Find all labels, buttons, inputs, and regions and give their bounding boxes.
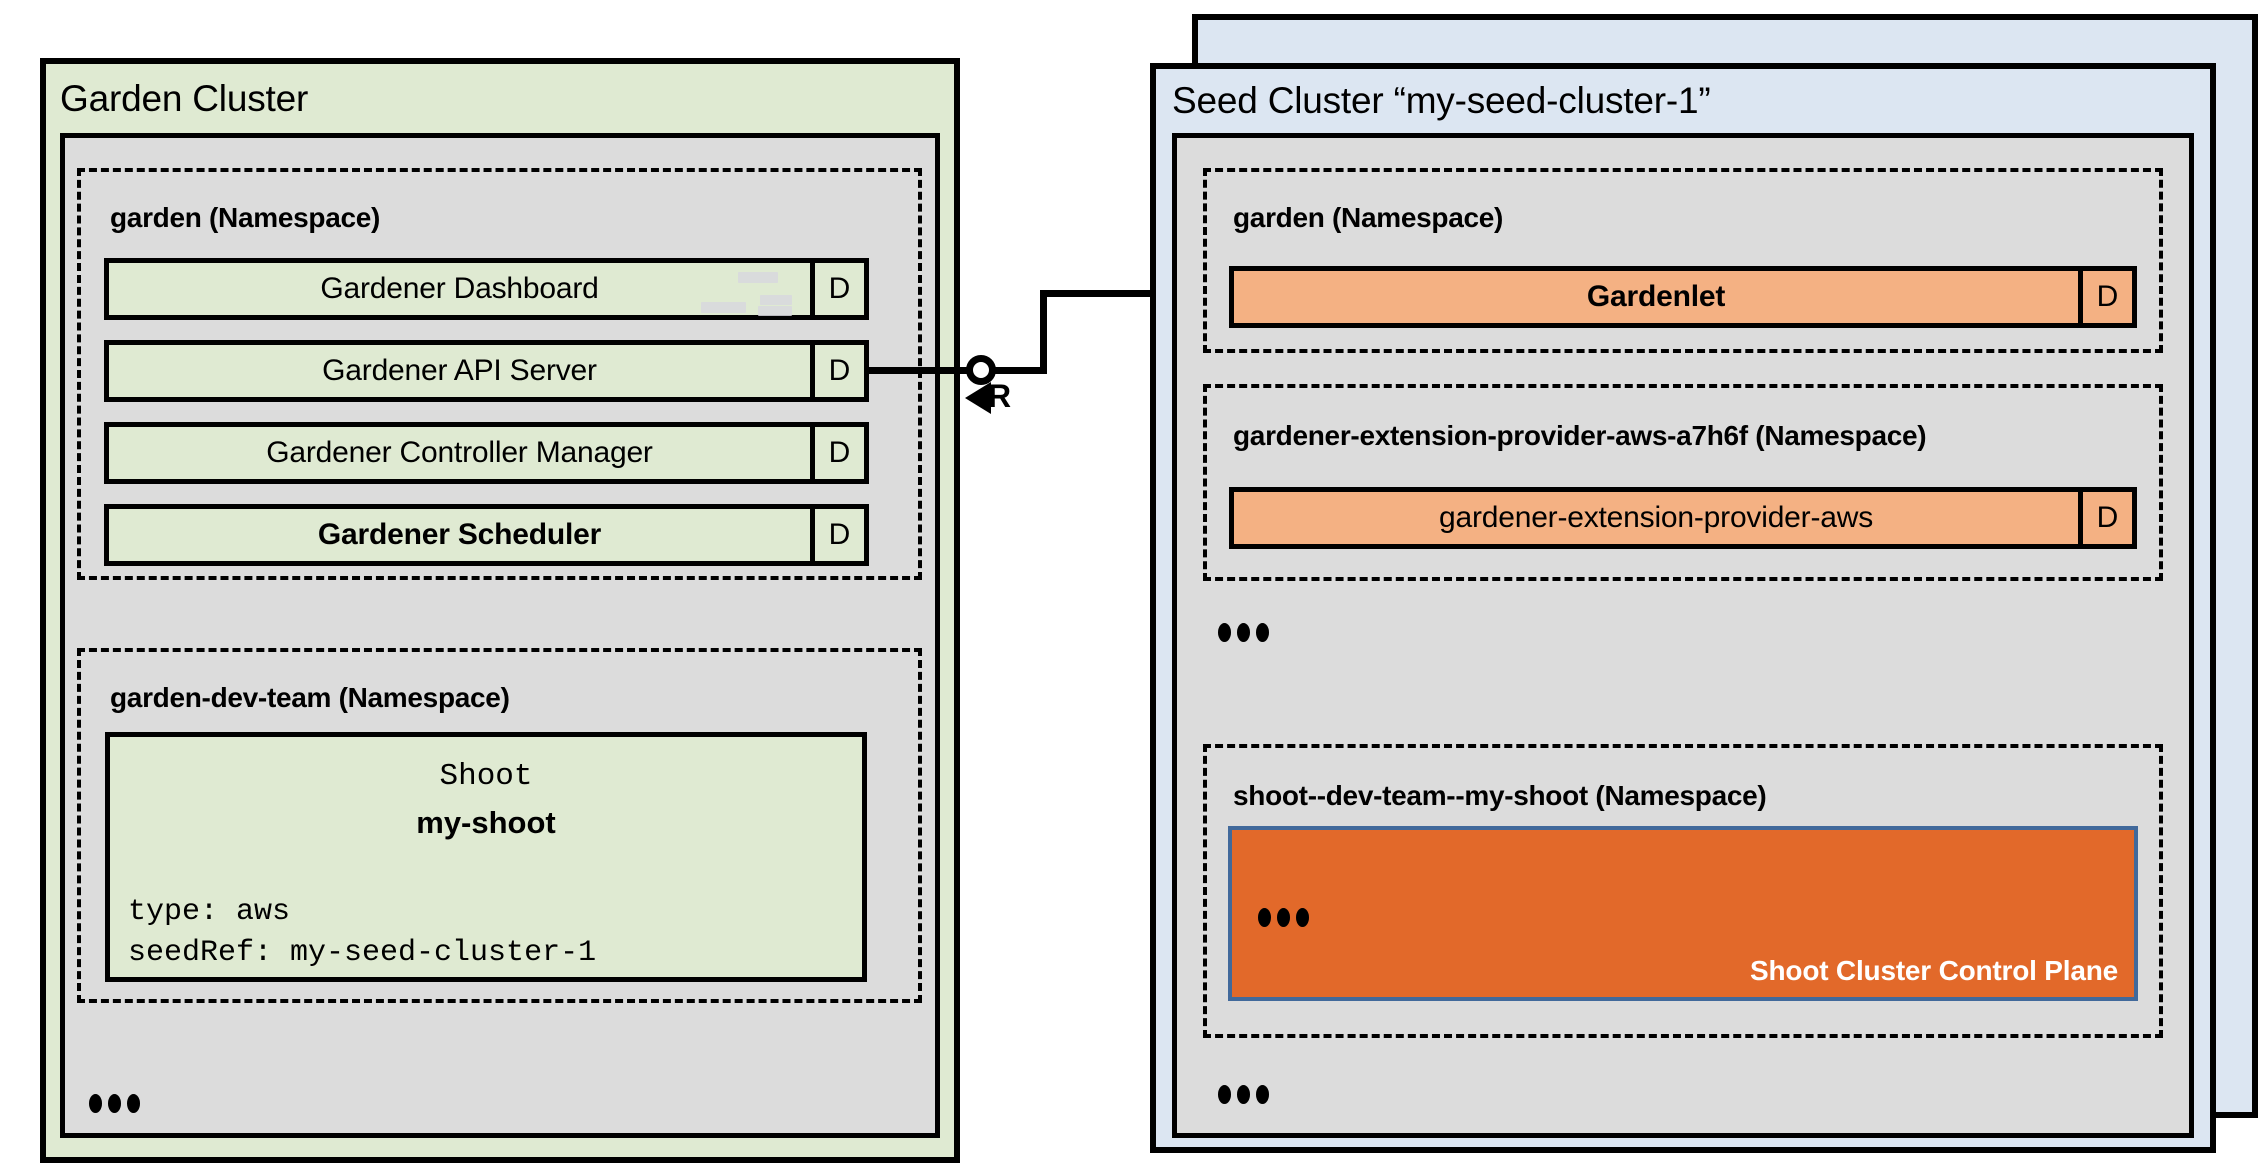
seed-cluster-more-indicator-middle: [1218, 623, 1269, 642]
component-gardenlet-label: Gardenlet: [1229, 266, 2083, 328]
artifact-mark: [758, 306, 792, 316]
garden-cluster-title: Garden Cluster: [60, 78, 309, 119]
component-gardener-api-server-label: Gardener API Server: [104, 340, 815, 402]
component-gardener-extension-provider-aws-label: gardener-extension-provider-aws: [1229, 487, 2083, 549]
component-gardener-extension-provider-aws-badge: D: [2083, 487, 2137, 549]
garden-namespace-garden: [77, 168, 922, 580]
shoot-resource-card[interactable]: Shoot my-shoot type: aws seedRef: my-see…: [105, 732, 867, 982]
shoot-cluster-control-plane[interactable]: Shoot Cluster Control Plane: [1228, 826, 2138, 1001]
garden-cluster-more-indicator: [89, 1094, 140, 1113]
connection-arrow-icon: [965, 382, 991, 414]
component-gardenlet[interactable]: Gardenlet D: [1229, 266, 2137, 328]
connection-label-r: R: [988, 378, 1012, 414]
connection-wire-segment-riser: [1040, 290, 1047, 374]
shoot-resource-kind: Shoot: [439, 759, 533, 794]
component-gardener-extension-provider-aws[interactable]: gardener-extension-provider-aws D: [1229, 487, 2137, 549]
control-plane-label: Shoot Cluster Control Plane: [1750, 955, 2118, 986]
control-plane-more-indicator: [1258, 908, 1309, 927]
seed-cluster-more-indicator-bottom: [1218, 1085, 1269, 1104]
connection-wire-segment-right: [1040, 290, 1238, 297]
garden-namespace-dev-team: [77, 648, 922, 1003]
component-gardener-controller-manager-label: Gardener Controller Manager: [104, 422, 815, 484]
component-gardener-api-server-badge: D: [815, 340, 869, 402]
artifact-mark: [760, 295, 792, 305]
seed-namespace-shoot-dev-team-my-shoot: [1203, 744, 2163, 1038]
component-gardener-scheduler-label: Gardener Scheduler: [104, 504, 815, 566]
component-gardener-dashboard[interactable]: Gardener Dashboard D: [104, 258, 869, 320]
seed-namespace-extension-provider-aws-label: gardener-extension-provider-aws-a7h6f (N…: [1233, 420, 1927, 451]
connection-socket-icon: [966, 355, 996, 385]
component-gardenlet-badge: D: [2083, 266, 2137, 328]
artifact-mark: [701, 302, 746, 313]
shoot-resource-spec: type: aws seedRef: my-seed-cluster-1: [128, 895, 597, 970]
component-gardener-scheduler-badge: D: [815, 504, 869, 566]
seed-namespace-shoot-dev-team-my-shoot-label: shoot--dev-team--my-shoot (Namespace): [1233, 780, 1767, 811]
artifact-mark: [738, 272, 778, 283]
seed-namespace-garden: [1203, 168, 2163, 353]
component-gardener-dashboard-badge: D: [815, 258, 869, 320]
component-gardener-api-server[interactable]: Gardener API Server D: [104, 340, 869, 402]
seed-namespace-garden-label: garden (Namespace): [1233, 202, 1504, 233]
garden-namespace-garden-label: garden (Namespace): [110, 202, 381, 233]
component-gardener-scheduler[interactable]: Gardener Scheduler D: [104, 504, 869, 566]
seed-cluster-title: Seed Cluster “my-seed-cluster-1”: [1172, 80, 1711, 121]
shoot-resource-name: my-shoot: [416, 805, 556, 840]
component-gardener-controller-manager[interactable]: Gardener Controller Manager D: [104, 422, 869, 484]
component-gardener-dashboard-label: Gardener Dashboard: [104, 258, 815, 320]
connection-wire-segment-left: [869, 367, 980, 374]
connection-wire-segment-mid: [993, 367, 1047, 374]
seed-namespace-extension-provider-aws: [1203, 384, 2163, 581]
garden-namespace-dev-team-label: garden-dev-team (Namespace): [110, 682, 510, 713]
component-gardener-controller-manager-badge: D: [815, 422, 869, 484]
